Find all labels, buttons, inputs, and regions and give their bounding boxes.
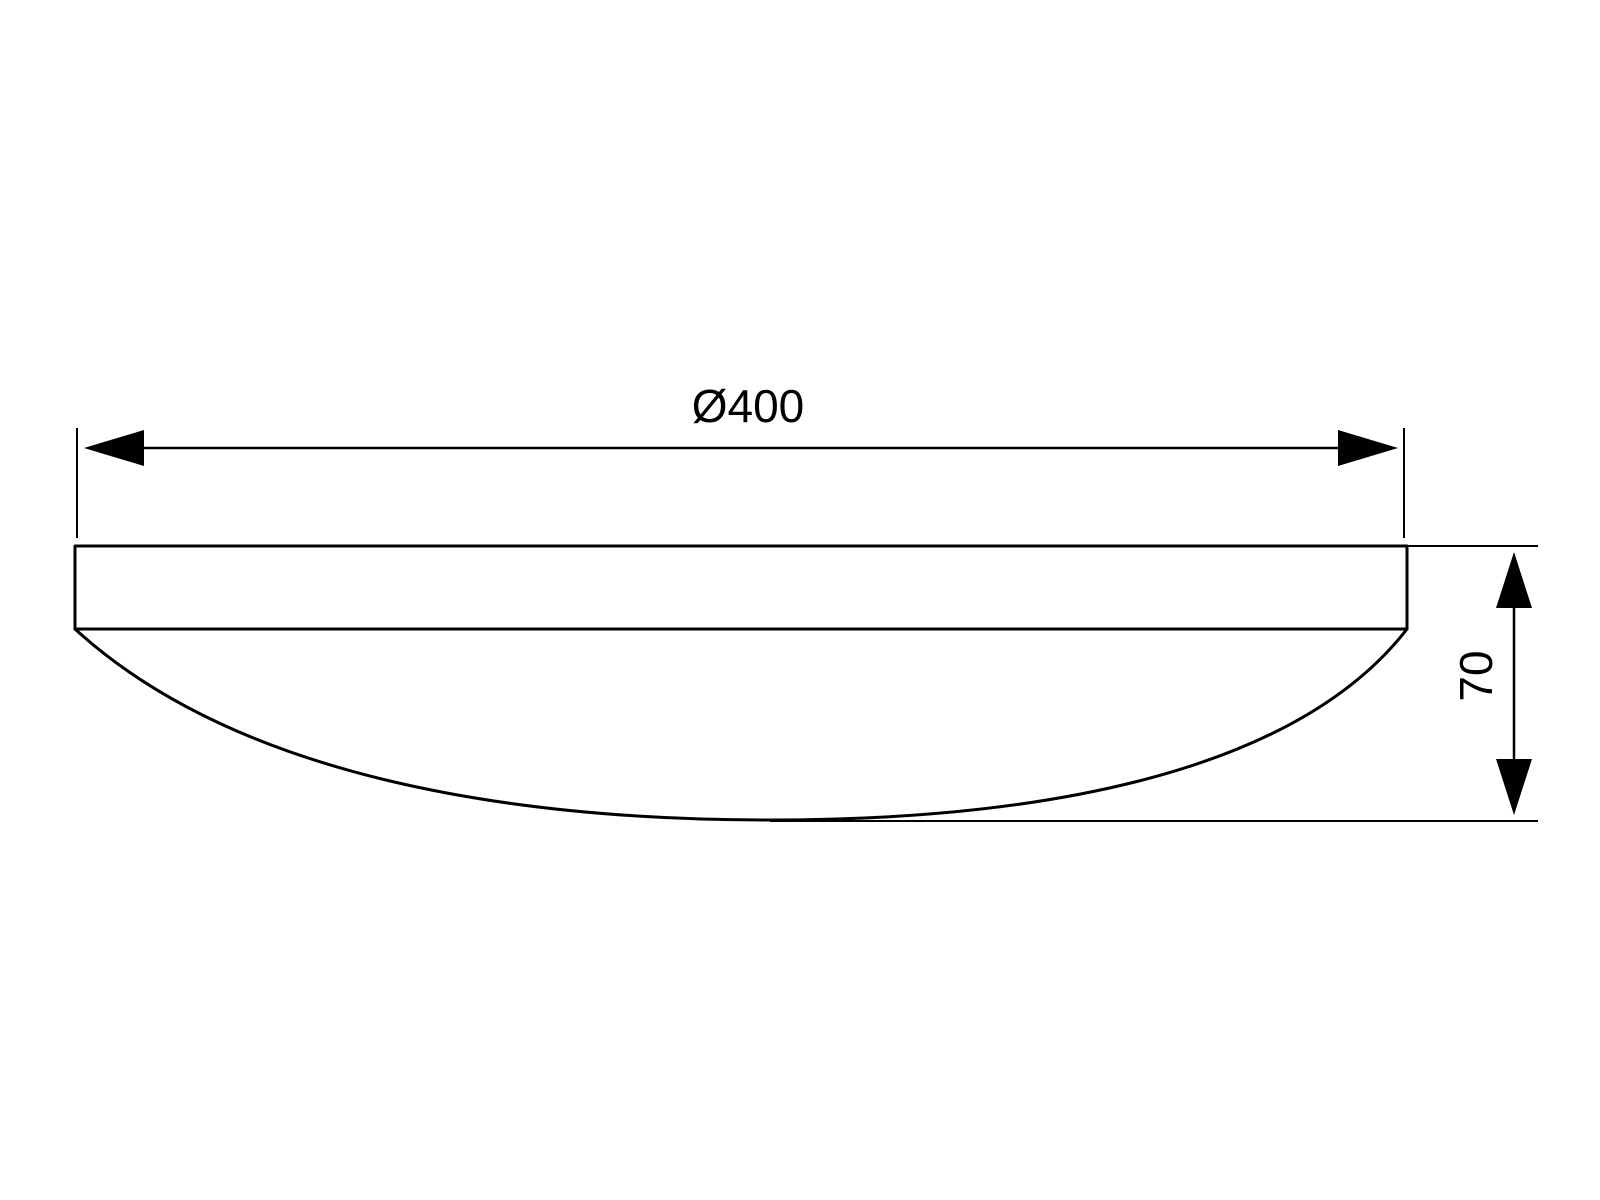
width-arrow-right (1338, 430, 1398, 466)
fixture-rim (73, 544, 1409, 631)
height-arrow-bottom (1496, 759, 1532, 815)
diameter-label: Ø400 (692, 380, 805, 432)
height-arrow-top (1496, 552, 1532, 608)
fixture-diffuser (73, 627, 1409, 822)
height-label: 70 (1450, 650, 1502, 701)
width-arrow-left (84, 430, 144, 466)
